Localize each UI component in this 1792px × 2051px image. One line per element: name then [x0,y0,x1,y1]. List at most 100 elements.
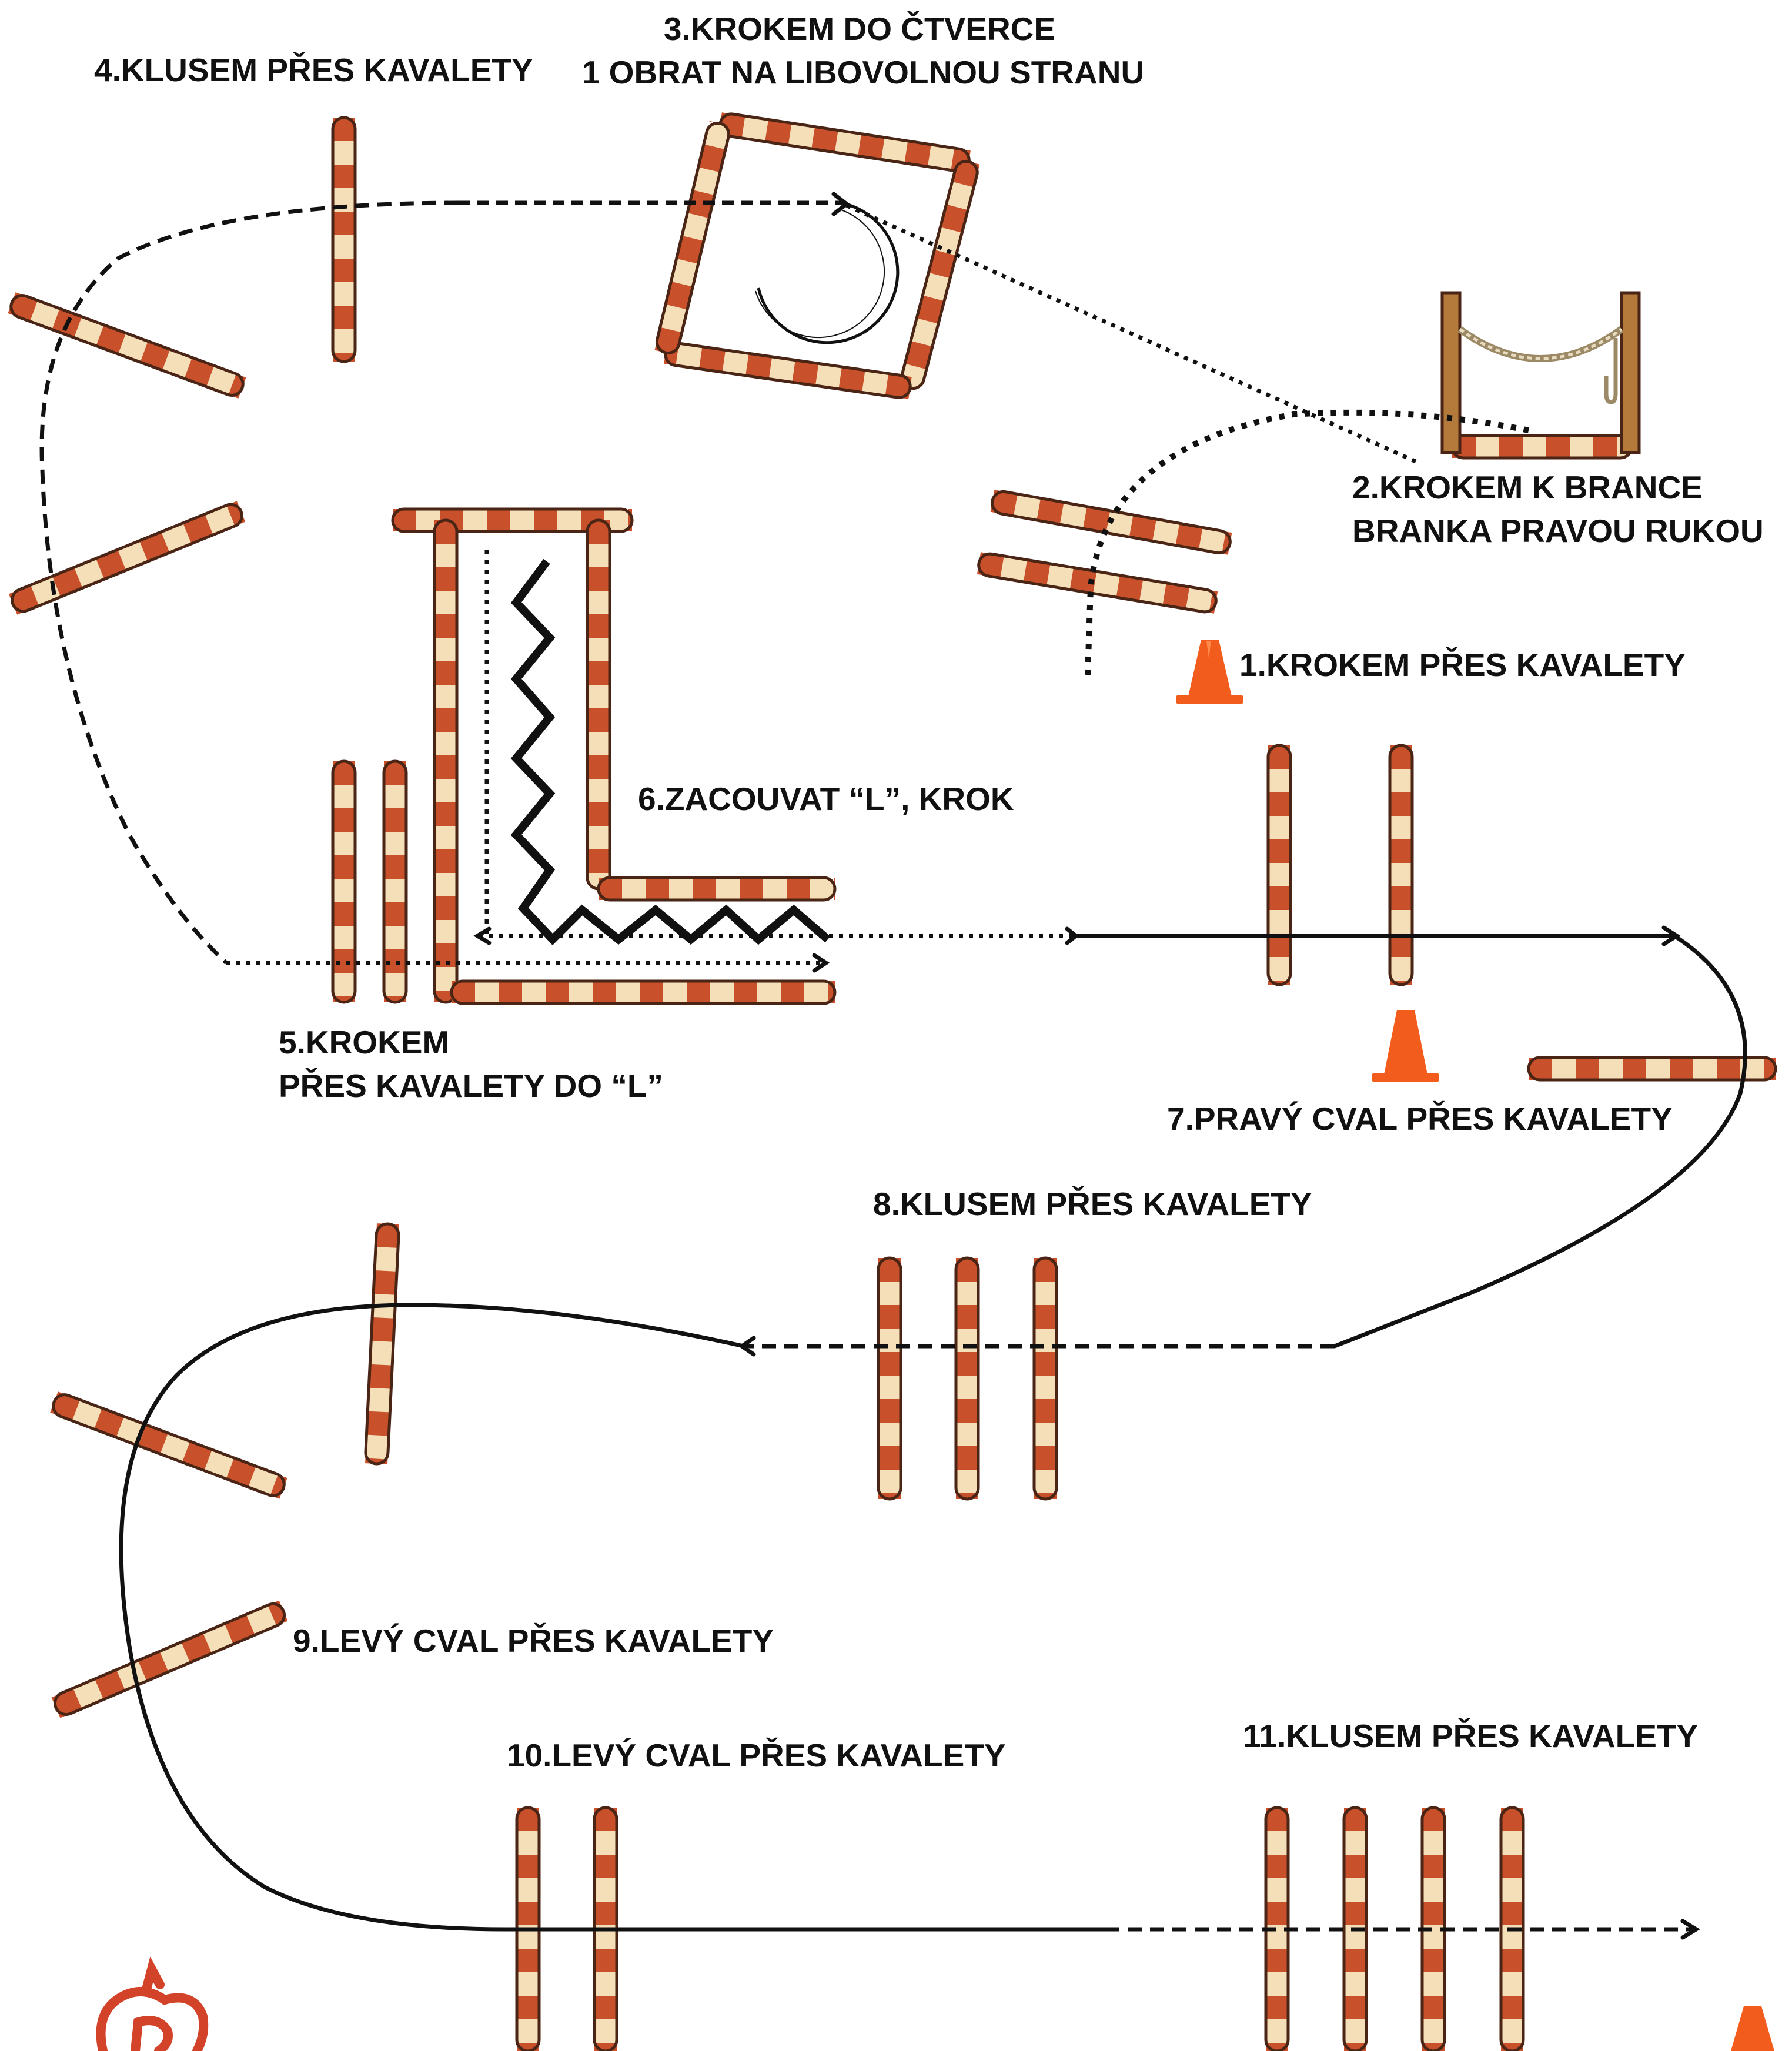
pole-stripe [434,849,457,873]
pole-stripe [1034,1352,1057,1376]
pole-stripe [1034,1258,1057,1282]
pole-stripe [384,808,406,832]
arrowheads [473,192,1700,1940]
pole-stripe [499,981,522,1003]
cavaletti-pole [8,501,246,615]
route-step9 [119,1303,1105,1932]
pole-stripe [434,567,457,591]
pole-stripe [1266,1855,1288,1878]
pole-stripe [434,802,457,826]
pole-stripe [878,1399,901,1423]
pole-stripe [1175,523,1203,550]
pole-stripe [956,1446,978,1470]
poles-layer [8,112,1777,2051]
pole-stripe [1034,1446,1057,1470]
pole-stripe [1390,745,1412,769]
pole-stripe [687,190,715,218]
cavaletti-pole [654,121,731,356]
pole-stripe [587,849,610,873]
pole-stripe [587,755,610,779]
cavaletti-pole [382,759,408,1004]
pole-stripe [811,126,838,153]
pole-stripe [878,1305,901,1329]
pole-stripe [693,878,716,900]
pole-stripe [434,661,457,685]
cavaletti-pole [433,518,459,1004]
pole-stripe [990,490,1018,516]
route-step7 [1073,934,1747,1349]
pole-stripe [333,808,355,832]
pole-stripe [765,119,792,146]
pole-stripe [940,204,968,233]
cavaletti-pole [450,979,837,1005]
turn-circle [755,201,900,344]
pole-stripe [1501,1949,1523,1972]
pole-stripe [1501,1902,1523,1925]
pole-stripe [838,367,865,393]
pole-stripe [1116,575,1144,601]
pole-stripe [878,1352,901,1376]
cavaletti-pole [586,518,611,891]
pole-stripe [956,1352,978,1376]
cavaletti-pole [954,1256,980,1501]
pole-stripe [740,878,763,900]
pole-stripe [666,281,693,310]
pole-stripe [434,896,457,920]
pole-stripe [384,855,406,879]
pole-stripe [333,855,355,879]
pole-stripe [594,1902,617,1925]
traffic-cone-icon [1731,2006,1774,2051]
pole-stripe [1268,839,1290,863]
pole-stripe [184,357,215,387]
pole-stripe [546,981,569,1003]
pole-stripe [878,1258,901,1282]
label-step8: 8.KLUSEM PŘES KAVALETY [873,1186,1312,1222]
route-lines [39,200,1747,1932]
pole-stripe [928,250,957,279]
label-step3-line1: 3.KROKEM DO ČTVERCE [664,11,1055,47]
pole-stripe [1083,506,1111,533]
pole-stripe [371,1317,395,1342]
route-step1 [1085,409,1529,675]
pole-stripe [1344,1996,1366,2019]
pole-stripe [1501,1808,1523,1831]
pole-stripe [1034,1305,1057,1329]
pole-stripe [1422,1902,1445,1925]
pole-stripe [384,761,406,785]
pole-stripe [138,1424,168,1454]
pole-stripe [534,509,557,531]
pole-stripe [1717,1058,1740,1080]
label-step7: 7.PRAVÝ CVAL PŘES KAVALETY [1167,1100,1673,1137]
pole-stripe [1390,792,1412,816]
pole-stripe [594,1949,617,1972]
label-step1: 1.KROKEM PŘES KAVALETY [1239,647,1686,683]
pole-stripe [94,1408,124,1438]
pole-stripe [1266,1949,1288,1972]
pole-stripe [952,159,980,188]
cavaletti-pole [664,342,912,399]
pole-stripe [52,567,83,597]
pole-stripe [1268,792,1290,816]
arrowhead-end [1680,1919,1700,1940]
label-step3-line2: 1 OBRAT NA LIBOVOLNOU STRANU [582,54,1144,91]
pole-stripe [487,509,510,531]
pole-stripe [1422,1996,1445,2019]
pole-stripe [594,1855,617,1878]
pole-stripe [587,708,610,732]
pole-stripe [1501,1855,1523,1878]
pole-stripe [1344,1808,1366,1831]
pole-stripe [1069,567,1097,594]
pole-stripe [1129,514,1156,541]
label-step11: 11.KLUSEM PŘES KAVALETY [1243,1718,1698,1754]
pole-stripe [96,549,126,580]
pole-stripe [956,1258,978,1282]
pole-stripe [369,1364,393,1389]
pole-stripe [333,165,355,188]
cavaletti-pole [331,116,357,363]
pole-stripe [1390,934,1412,957]
pole-stripe [1266,1902,1288,1925]
pole-stripe [1344,1855,1366,1878]
pole-stripe [587,614,610,638]
pole-stripe [140,341,170,370]
